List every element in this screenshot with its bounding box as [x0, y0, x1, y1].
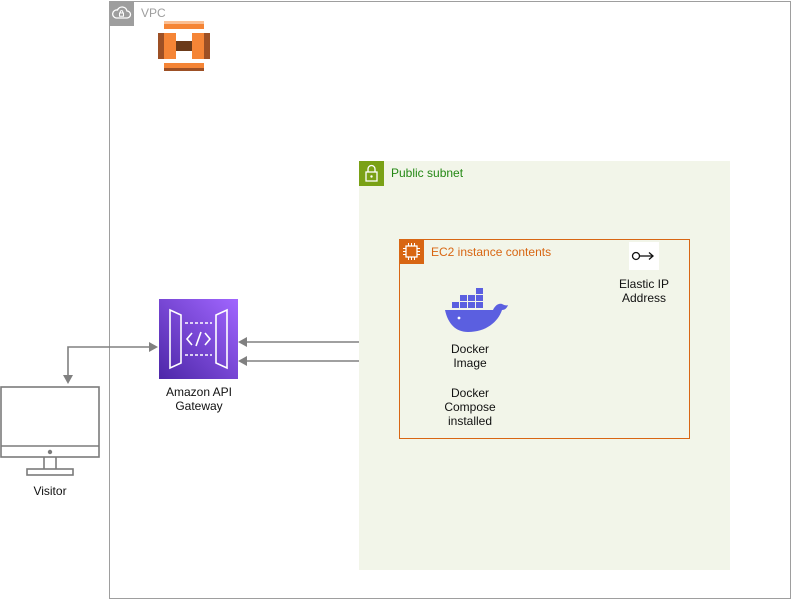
visitor-label: Visitor: [33, 484, 67, 498]
api-gateway-label: Amazon API Gateway: [165, 385, 233, 413]
elastic-ip-icon: [629, 242, 659, 270]
docker-image-label: Docker Image: [450, 342, 489, 370]
aws-vpc-logo: [158, 21, 210, 71]
ec2-instance-group: [399, 239, 690, 439]
arrowhead-to-visitor: [63, 375, 73, 384]
padlock-icon: [359, 161, 384, 186]
arrowhead-subnet-2: [238, 356, 247, 366]
public-subnet-label: Public subnet: [391, 166, 464, 180]
docker-compose-label: Docker Compose installed: [444, 386, 496, 428]
arrowhead-subnet-1: [238, 337, 247, 347]
connector-visitor-to-gateway: [67, 346, 152, 380]
docker-icon: [443, 287, 509, 335]
vpc-label: VPC: [141, 6, 166, 20]
chip-icon: [399, 239, 424, 264]
monitor-icon: [0, 386, 100, 478]
api-gateway-icon: [159, 299, 238, 379]
arrowhead-to-gateway: [149, 342, 158, 352]
cloud-lock-icon: [109, 1, 134, 26]
ec2-instance-label: EC2 instance contents: [431, 245, 552, 259]
public-subnet-group: [359, 161, 730, 570]
vpc-group: [109, 1, 791, 599]
elastic-ip-label: Elastic IP Address: [618, 277, 669, 305]
